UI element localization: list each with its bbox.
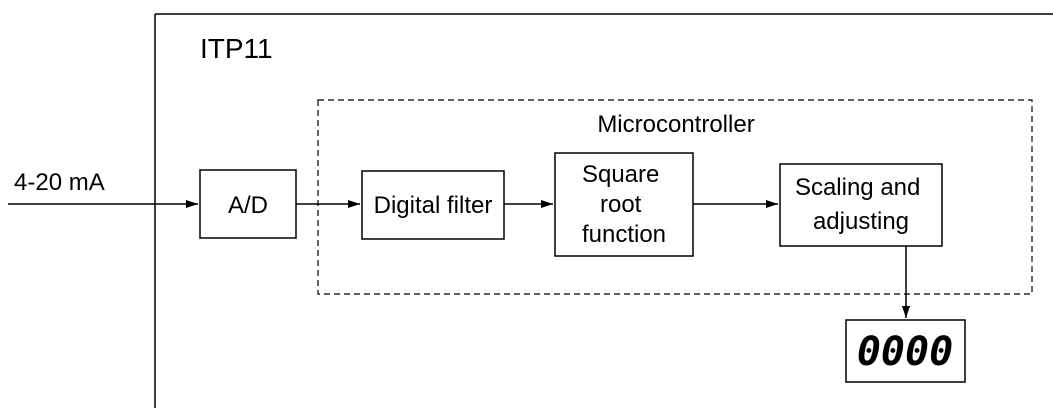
ad-label: A/D (228, 192, 268, 219)
digital-filter-block (361, 170, 505, 240)
scaling-block (779, 163, 943, 247)
ad-block (199, 169, 297, 239)
display-frame (845, 319, 966, 383)
device-outline (154, 13, 1053, 408)
square-root-label: Square root function (582, 161, 666, 248)
square-root-block (554, 152, 694, 257)
microcontroller-label: Microcontroller (597, 111, 754, 138)
microcontroller-region (317, 99, 1033, 295)
display-readout: 0000 (857, 329, 953, 375)
input-signal-label: 4-20 mA (14, 169, 105, 196)
device-name: ITP11 (200, 33, 273, 64)
scaling-label: Scaling and adjusting (795, 174, 927, 235)
digital-filter-label: Digital filter (374, 192, 493, 219)
